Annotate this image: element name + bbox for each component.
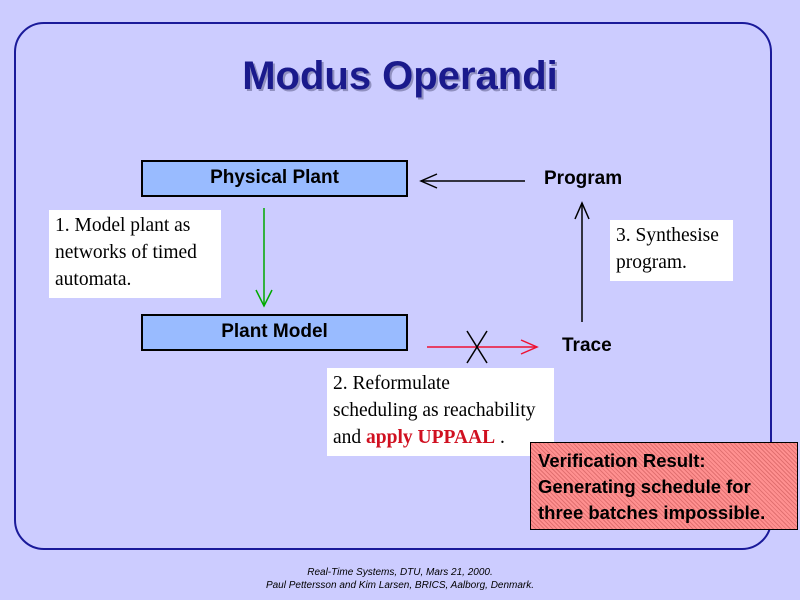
result-line: Verification Result: [538, 450, 706, 471]
trace-label: Trace [562, 335, 612, 356]
uppaal-highlight: apply UPPAAL [366, 427, 496, 448]
footer-line-1: Real-Time Systems, DTU, Mars 21, 2000. [307, 567, 493, 578]
verification-result-box: Verification Result: Generating schedule… [530, 442, 798, 530]
step3-line: program. [616, 252, 687, 273]
step2-line: and apply UPPAAL . [333, 424, 548, 451]
synthesise-arrow-head [574, 201, 590, 220]
program-arrow-head [419, 173, 438, 189]
model-arrow-head [255, 289, 273, 308]
cross-mark-b [466, 330, 488, 364]
step1-line: networks of timed [55, 242, 197, 263]
program-label: Program [544, 168, 623, 189]
step2-line: 2. Reformulate [333, 373, 450, 394]
step2-line: scheduling as reachability [333, 400, 536, 421]
trace-arrow-head [520, 339, 539, 355]
physical-plant-box: Physical Plant [141, 160, 408, 197]
step3-note: 3. Synthesise program. [610, 220, 733, 281]
step1-line: automata. [55, 269, 132, 290]
footer-line-2: Paul Pettersson and Kim Larsen, BRICS, A… [265, 580, 535, 591]
step1-line: 1. Model plant as [55, 215, 191, 236]
result-line: Generating schedule for [538, 476, 751, 497]
step3-line: 3. Synthesise [616, 225, 719, 246]
step2-prefix: and [333, 427, 362, 448]
plant-model-box: Plant Model [141, 314, 408, 351]
step2-suffix: . [500, 427, 505, 448]
result-line: three batches impossible. [538, 502, 766, 523]
step1-note: 1. Model plant as networks of timed auto… [49, 210, 221, 298]
slide-frame [14, 22, 772, 550]
step2-note: 2. Reformulate scheduling as reachabilit… [327, 368, 554, 456]
slide-title: Modus Operandi [242, 54, 558, 98]
